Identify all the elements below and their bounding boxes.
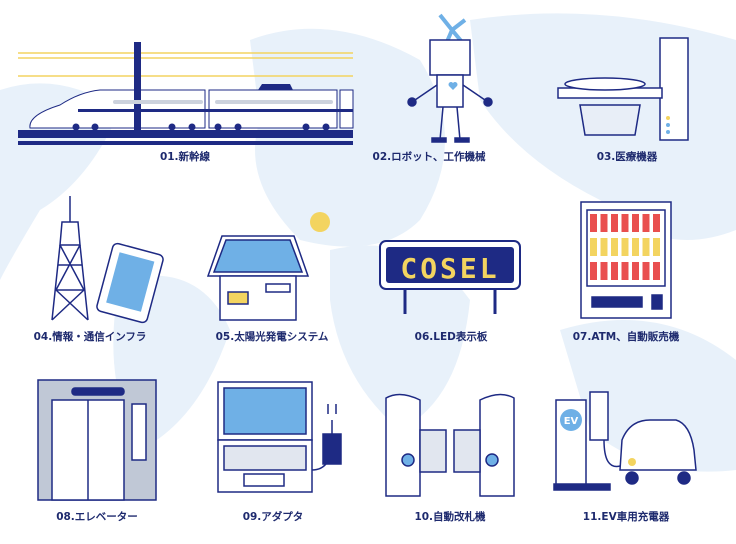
- bottle: [600, 238, 608, 256]
- bottle: [632, 262, 639, 280]
- item-label-robot: 02.ロボット、工作機械: [372, 151, 486, 163]
- item-label-led: 06.LED表示板: [414, 331, 488, 343]
- bottle: [590, 262, 597, 280]
- bottle: [632, 214, 639, 232]
- robot-icon: [407, 13, 493, 143]
- bottle: [642, 238, 650, 256]
- bottle: [621, 262, 629, 280]
- bottle: [611, 238, 618, 256]
- medical-scanner-icon: [557, 37, 689, 141]
- item-label-telecom: 04.情報・通信インフラ: [33, 331, 147, 343]
- bullet-train-icon: [18, 42, 354, 145]
- bottle: [632, 238, 639, 256]
- bottle: [621, 238, 629, 256]
- bottle: [600, 214, 608, 232]
- item-label-solar: 05.太陽光発電システム: [215, 331, 329, 343]
- item-label-adapter: 09.アダプタ: [242, 511, 304, 523]
- led-board-icon: COSEL: [379, 240, 521, 314]
- bottle: [621, 214, 629, 232]
- item-label-shinkansen: 01.新幹線: [159, 151, 211, 163]
- bottle: [642, 214, 650, 232]
- item-label-ticket-gate: 10.自動改札機: [414, 511, 486, 523]
- item-label-ev-charger: 11.EV車用充電器: [582, 511, 670, 523]
- bottle: [611, 262, 618, 280]
- led-text: COSEL: [400, 252, 499, 285]
- ev-charger-icon: EV: [553, 391, 697, 491]
- laptop-adapter-icon: [217, 381, 342, 493]
- bottle: [590, 214, 597, 232]
- tower-tablet-icon: [51, 196, 164, 324]
- ev-badge: EV: [564, 416, 579, 427]
- item-label-medical: 03.医療機器: [596, 151, 658, 163]
- vending-machine-icon: [580, 201, 672, 319]
- bottle: [653, 214, 660, 232]
- ticket-gate-icon: [385, 393, 515, 497]
- bottle: [611, 214, 618, 232]
- bottle: [653, 238, 660, 256]
- item-label-elevator: 08.エレベーター: [56, 511, 138, 523]
- bottle: [590, 238, 597, 256]
- item-label-atm: 07.ATM、自動販売機: [572, 331, 680, 343]
- solar-house-icon: [206, 212, 330, 321]
- elevator-icon: [37, 379, 157, 501]
- bottle: [600, 262, 608, 280]
- bottle: [642, 262, 650, 280]
- bottle: [653, 262, 660, 280]
